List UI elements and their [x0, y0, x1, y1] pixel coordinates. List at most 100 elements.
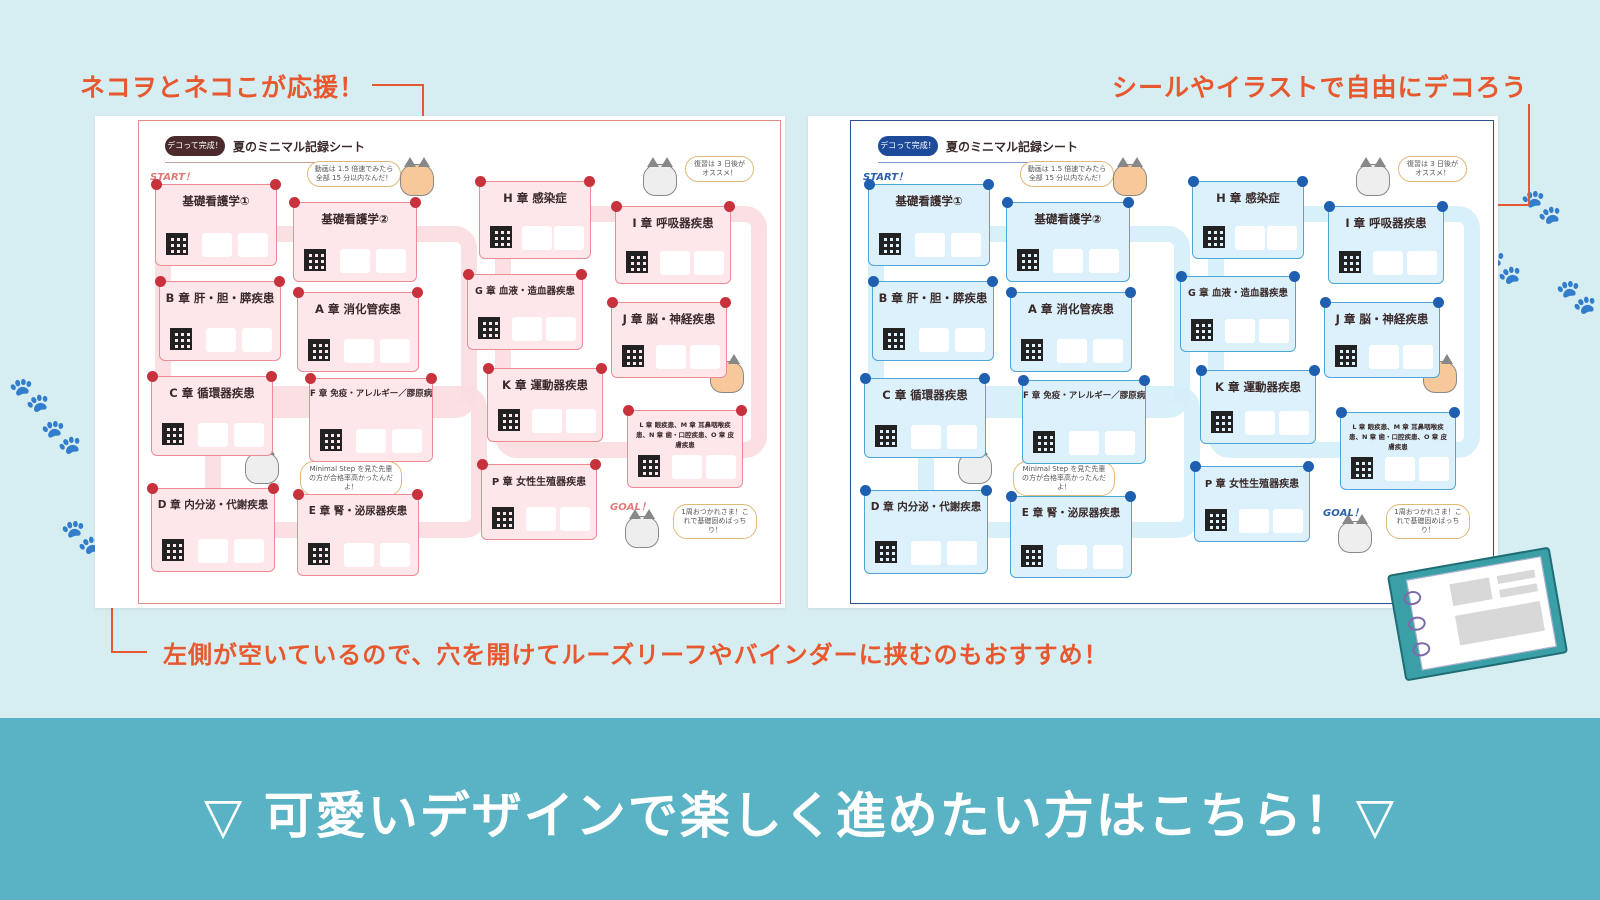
paw-icon: 🐾: [40, 417, 83, 457]
qr-code: [626, 251, 648, 273]
qr-code: [478, 317, 500, 339]
qr-code: [308, 339, 330, 361]
callout-line: [111, 576, 113, 652]
speech-bubble: 動画は 1.5 倍速でみたら全部 15 分以内なんだ！: [307, 161, 401, 188]
paw-icon: 🐾: [1520, 187, 1563, 227]
chapter-card: A 章 消化管疾患: [293, 287, 423, 372]
chapter-card: 基礎看護学①: [151, 179, 281, 266]
cat-illustration: [1356, 157, 1390, 196]
chapter-card: C 章 循環器疾患: [147, 371, 277, 456]
qr-code: [1017, 249, 1039, 271]
cta-banner-text: ▽ 可愛いデザインで楽しく進めたい方はこちら！▽: [203, 787, 1397, 845]
chapter-card: L 章 眼疾患、M 章 耳鼻咽喉疾患、N 章 歯・口腔疾患、O 章 皮膚疾患: [623, 405, 747, 488]
chapter-card: L 章 眼疾患、M 章 耳鼻咽喉疾患、N 章 歯・口腔疾患、O 章 皮膚疾患: [1336, 407, 1460, 490]
cat-illustration: [1113, 157, 1147, 196]
qr-code: [1191, 319, 1213, 341]
chapter-card: 基礎看護学②: [1002, 197, 1134, 282]
callout-line: [422, 84, 424, 142]
start-label: START！: [863, 172, 909, 183]
qr-code: [490, 226, 512, 248]
record-sheet-pink: デコって完成！ 夏のミニマル記録シート START！ GOAL！ 動画は 1.5…: [95, 116, 785, 608]
qr-code: [308, 543, 330, 565]
qr-code: [170, 328, 192, 350]
sheet-frame: [850, 120, 1494, 604]
divider: [165, 162, 375, 163]
sheet-title: 夏のミニマル記録シート: [946, 140, 1079, 154]
chapter-card: B 章 肝・胆・膵疾患: [155, 276, 285, 361]
chapter-card: C 章 循環器疾患: [860, 373, 990, 458]
cat-illustration: [643, 157, 677, 196]
sheet-title: 夏のミニマル記録シート: [233, 140, 366, 154]
speech-bubble: 1周おつかれさま！これで基礎固めばっちり！: [673, 504, 757, 540]
speech-bubble: Minimal Step を見た先輩の方が合格率高かったんだよ！: [300, 461, 402, 497]
sheet-badge: デコって完成！: [165, 136, 225, 156]
callout-binder-tip: 左側が空いているので、穴を開けてルーズリーフやバインダーに挟むのもおすすめ！: [163, 641, 1109, 669]
chapter-card: P 章 女性生殖器疾患: [1190, 461, 1314, 542]
cat-illustration: [400, 157, 434, 196]
speech-bubble: 1周おつかれさま！これで基礎固めばっちり！: [1386, 504, 1470, 540]
goal-label: GOAL！: [1323, 504, 1364, 519]
callout-line: [372, 84, 424, 86]
qr-code: [492, 507, 514, 529]
speech-bubble: 動画は 1.5 倍速でみたら全部 15 分以内なんだ！: [1020, 161, 1114, 188]
qr-code: [1021, 545, 1043, 567]
record-sheet-blue: デコって完成！ 夏のミニマル記録シート START！ GOAL！ 動画は 1.5…: [808, 116, 1498, 608]
divider: [878, 162, 1088, 163]
paw-icon: 🐾: [1555, 277, 1598, 317]
chapter-card: K 章 運動器疾患: [483, 363, 607, 442]
chapter-card: P 章 女性生殖器疾患: [477, 459, 601, 540]
callout-cats-cheer: ネコヲとネコこが応援！: [80, 73, 366, 102]
cta-banner[interactable]: ▽ 可愛いデザインで楽しく進めたい方はこちら！▽: [0, 718, 1600, 900]
chapter-card: G 章 血液・造血器疾患: [463, 269, 587, 350]
qr-code: [320, 429, 342, 451]
chapter-card: A 章 消化管疾患: [1006, 287, 1136, 372]
qr-code: [304, 249, 326, 271]
chapter-card: F 章 免疫・アレルギー／膠原病: [305, 373, 437, 462]
chapter-card: B 章 肝・胆・膵疾患: [868, 276, 998, 361]
qr-code: [1203, 226, 1225, 248]
qr-code: [166, 233, 188, 255]
qr-code: [1205, 509, 1227, 531]
callout-decorate: シールやイラストで自由にデコろう: [1112, 73, 1528, 102]
qr-code: [622, 345, 644, 367]
qr-code: [875, 425, 897, 447]
qr-code: [1335, 345, 1357, 367]
qr-code: [1339, 251, 1361, 273]
chapter-card: 基礎看護学②: [289, 197, 421, 282]
start-label: START！: [150, 172, 196, 183]
chapter-card: J 章 脳・神経疾患: [607, 297, 731, 378]
chapter-card: E 章 腎・泌尿器疾患: [1006, 491, 1136, 578]
callout-line: [1488, 204, 1530, 206]
speech-bubble: 復習は 3 日後がオススメ！: [1398, 156, 1467, 183]
qr-code: [1033, 431, 1055, 453]
sheet-frame: [138, 120, 781, 604]
chapter-card: I 章 呼吸器疾患: [1324, 201, 1448, 284]
chapter-card: D 章 内分泌・代謝疾患: [860, 485, 992, 574]
speech-bubble: 復習は 3 日後がオススメ！: [685, 156, 754, 183]
chapter-card: H 章 感染症: [475, 176, 595, 259]
speech-bubble: Minimal Step を見た先輩の方が合格率高かったんだよ！: [1013, 461, 1115, 497]
chapter-card: E 章 腎・泌尿器疾患: [293, 489, 423, 576]
chapter-card: J 章 脳・神経疾患: [1320, 297, 1444, 378]
qr-code: [875, 541, 897, 563]
paw-icon: 🐾: [8, 375, 51, 415]
callout-line: [111, 651, 147, 653]
cat-illustration: [245, 445, 279, 484]
qr-code: [1211, 411, 1233, 433]
qr-code: [162, 423, 184, 445]
sheet-badge: デコって完成！: [878, 136, 938, 156]
qr-code: [498, 409, 520, 431]
chapter-card: F 章 免疫・アレルギー／膠原病: [1018, 375, 1150, 464]
qr-code: [879, 233, 901, 255]
chapter-card: D 章 内分泌・代謝疾患: [147, 483, 279, 572]
chapter-card: 基礎看護学①: [864, 179, 994, 266]
qr-code: [1351, 457, 1373, 479]
qr-code: [883, 328, 905, 350]
qr-code: [162, 539, 184, 561]
chapter-card: G 章 血液・造血器疾患: [1176, 271, 1300, 352]
chapter-card: I 章 呼吸器疾患: [611, 201, 735, 284]
goal-label: GOAL！: [610, 502, 651, 513]
cat-illustration: [1338, 514, 1372, 553]
callout-line: [1528, 104, 1530, 204]
cat-illustration: [625, 509, 659, 548]
